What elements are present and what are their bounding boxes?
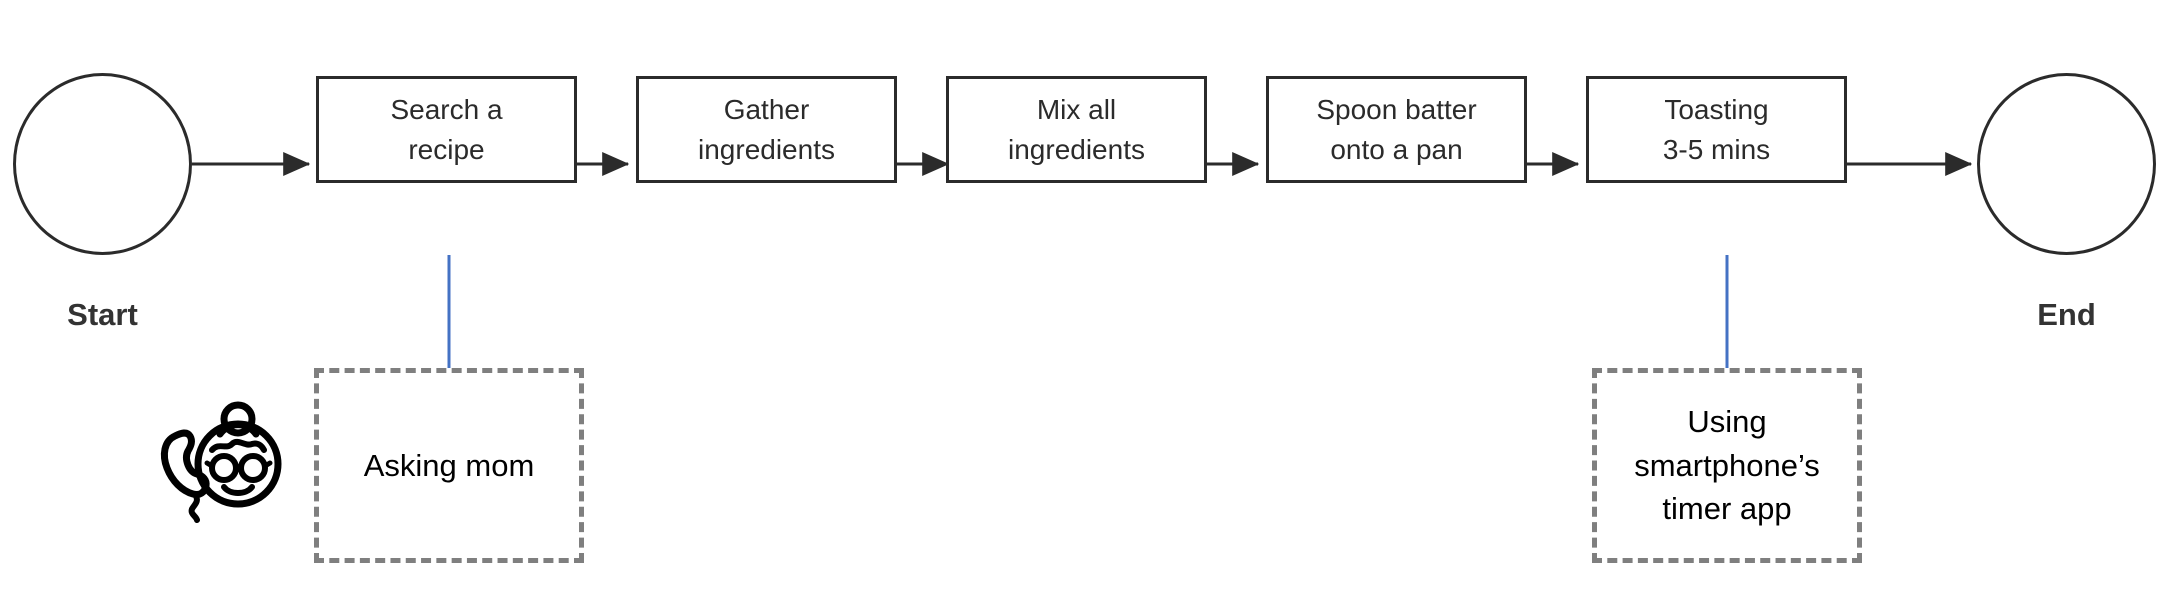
process-box-step-1[interactable]: Search a recipe	[316, 76, 577, 183]
process-label-step-4: Spoon batter onto a pan	[1316, 93, 1477, 165]
note-label-timer-app: Using smartphone’s timer app	[1634, 404, 1820, 527]
grandma-phone-icon	[150, 392, 290, 527]
process-label-step-5: Toasting 3-5 mins	[1662, 93, 1771, 165]
note-box-timer-app[interactable]: Using smartphone’s timer app	[1592, 368, 1862, 563]
terminator-end[interactable]	[1977, 73, 2156, 255]
process-box-step-2[interactable]: Gather ingredients	[636, 76, 897, 183]
process-label-step-2: Gather ingredients	[698, 93, 835, 165]
note-label-asking-mom: Asking mom	[363, 447, 535, 483]
process-label-step-3: Mix all ingredients	[1008, 93, 1145, 165]
process-box-step-4[interactable]: Spoon batter onto a pan	[1266, 76, 1527, 183]
process-box-step-5[interactable]: Toasting 3-5 mins	[1586, 76, 1847, 183]
terminator-end-label: End	[2037, 297, 2096, 332]
note-box-asking-mom[interactable]: Asking mom	[314, 368, 584, 563]
terminator-start-label: Start	[67, 297, 138, 332]
terminator-start[interactable]	[13, 73, 192, 255]
process-label-step-1: Search a recipe	[390, 93, 503, 165]
process-box-step-3[interactable]: Mix all ingredients	[946, 76, 1207, 183]
